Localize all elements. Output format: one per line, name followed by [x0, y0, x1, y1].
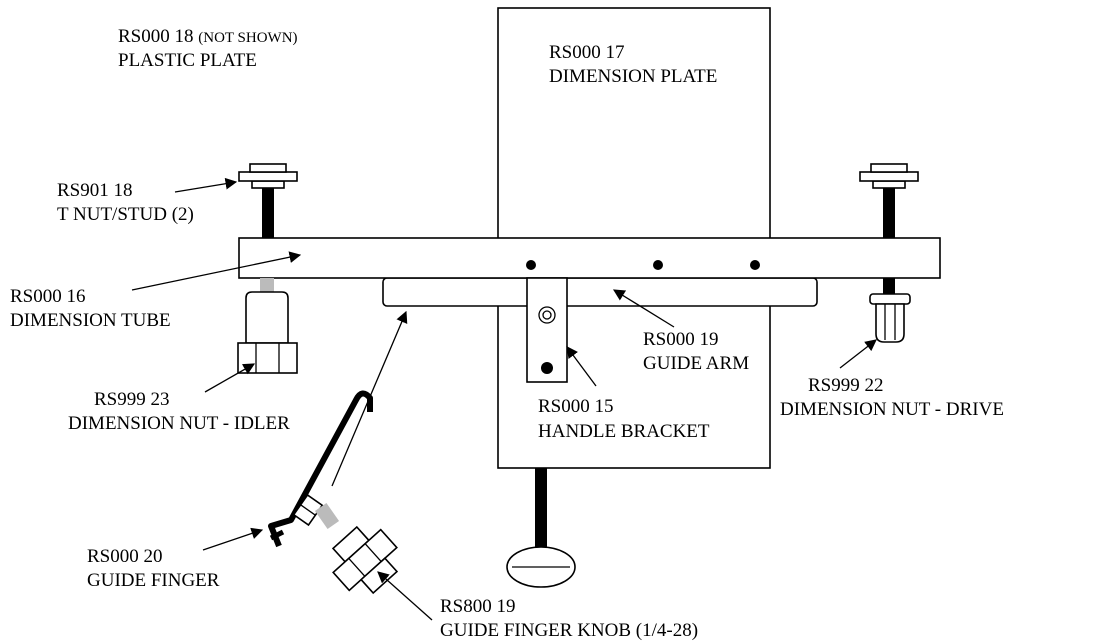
label-guide-finger-knob-part: RS800 19 [440, 596, 516, 617]
handle-stud [535, 468, 547, 548]
guide-finger-screw [292, 493, 340, 530]
label-dimension-nut-drive-part: RS999 22 [808, 375, 884, 396]
label-handle-bracket-part: RS000 15 [538, 396, 614, 417]
label-dimension-nut-drive-name: DIMENSION NUT - DRIVE [780, 399, 1004, 420]
leader-t-nut-stud [174, 177, 238, 193]
tube-hole-1 [526, 260, 536, 270]
label-dimension-plate-part: RS000 17 [549, 42, 625, 63]
handle-bracket [526, 277, 568, 383]
leader-guide-finger-knob [377, 571, 433, 621]
label-dimension-nut-idler-name: DIMENSION NUT - IDLER [68, 413, 290, 434]
tube-hole-3 [750, 260, 760, 270]
dimension-tube [238, 237, 941, 279]
tube-hole-2 [653, 260, 663, 270]
leader-guide-arm [613, 289, 675, 328]
label-plastic-plate-name: PLASTIC PLATE [118, 50, 257, 71]
label-dimension-plate-name: DIMENSION PLATE [549, 66, 717, 87]
label-guide-finger-knob-name: GUIDE FINGER KNOB (1/4-28) [440, 620, 698, 641]
leader-dimension-nut-drive [839, 339, 877, 369]
leader-handle-bracket [566, 346, 597, 387]
leader-dimension-nut-idler [204, 363, 256, 393]
guide-arm [382, 277, 818, 307]
t-nut-stud-right [859, 163, 919, 238]
label-handle-bracket-name: HANDLE BRACKET [538, 421, 710, 442]
t-nut-stud-left [238, 163, 298, 238]
handle-knob [506, 546, 576, 588]
label-dimension-nut-idler-part: RS999 23 [94, 389, 170, 410]
dimension-nut-idler [237, 278, 298, 374]
label-guide-finger-part: RS000 20 [87, 546, 163, 567]
label-guide-arm-name: GUIDE ARM [643, 353, 749, 374]
label-dimension-tube-part: RS000 16 [10, 286, 86, 307]
label-dimension-tube-name: DIMENSION TUBE [10, 310, 171, 331]
leader-dimension-tube [131, 251, 302, 291]
label-t-nut-stud-name: T NUT/STUD (2) [57, 204, 194, 225]
label-plastic-plate: RS000 18 (NOT SHOWN) [118, 26, 298, 47]
label-guide-arm-part: RS000 19 [643, 329, 719, 350]
label-t-nut-stud-part: RS901 18 [57, 180, 133, 201]
guide-finger-knob [331, 525, 399, 595]
label-guide-finger-name: GUIDE FINGER [87, 570, 220, 591]
leader-guide-finger [202, 527, 264, 551]
dimension-nut-drive [869, 278, 911, 343]
leader-guide-finger-arm [331, 310, 408, 487]
